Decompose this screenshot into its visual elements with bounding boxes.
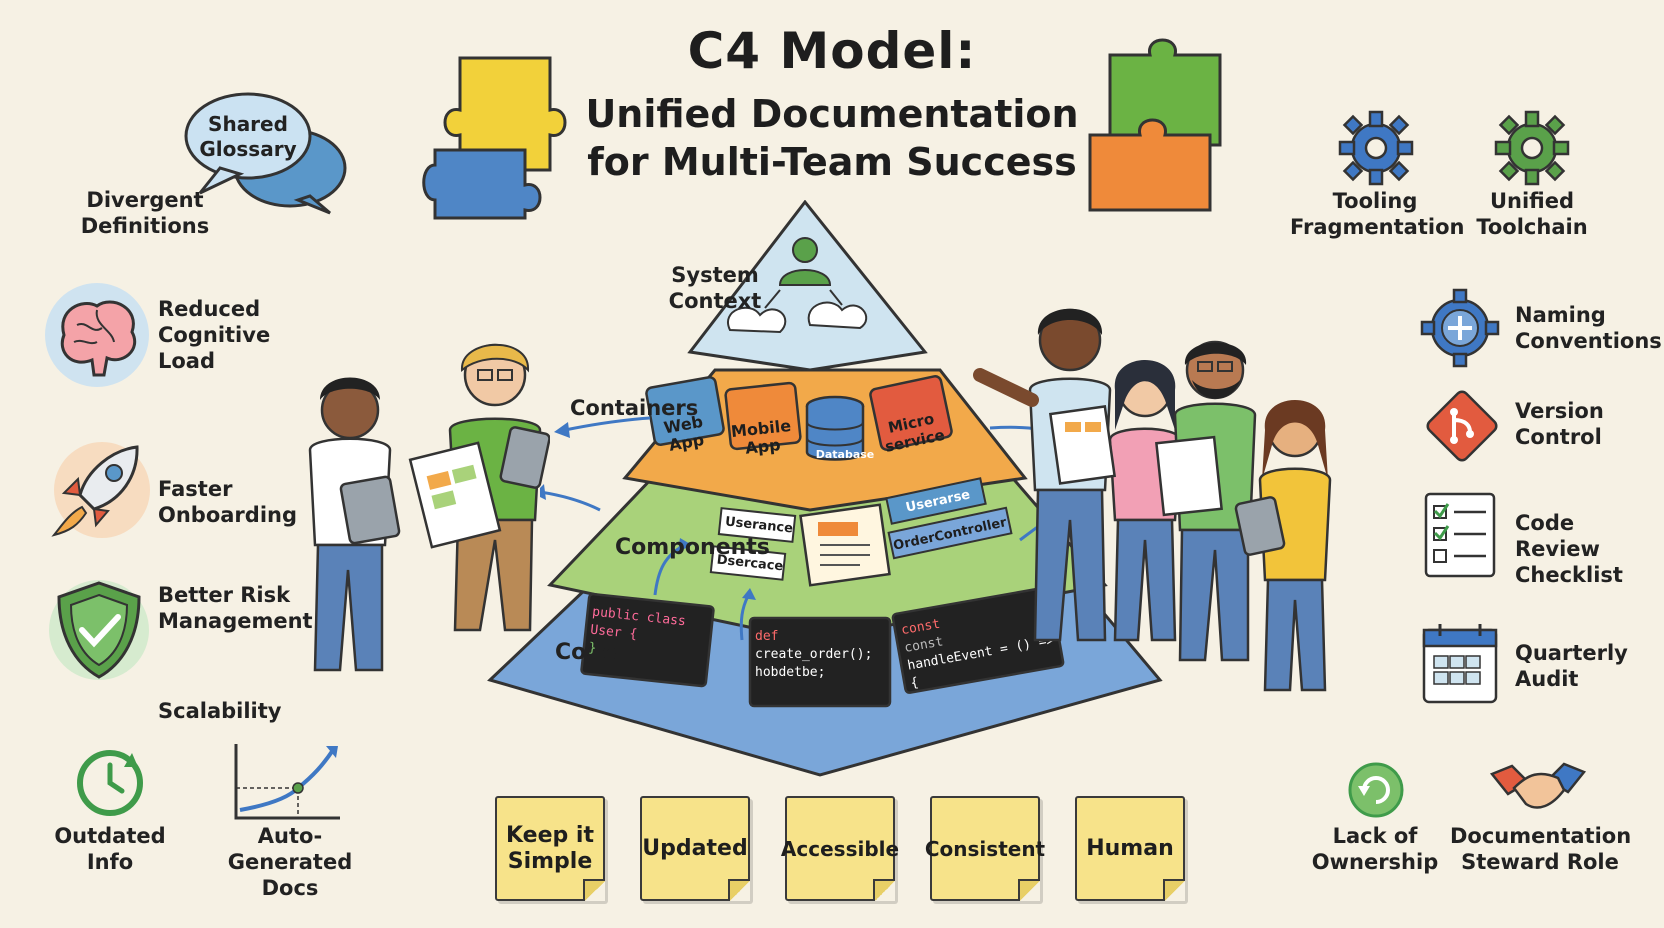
shared-glossary-label: Shared Glossary — [199, 112, 297, 161]
puzzle-right-icon — [1088, 38, 1222, 212]
reduced-cognitive-load-label: Reduced Cognitive Load — [158, 297, 271, 373]
subtitle-line-2: for Multi-Team Success — [587, 140, 1077, 184]
unified-toolchain-label: Unified Toolchain — [1476, 189, 1588, 239]
subtitle-line-1: Unified Documentation — [585, 92, 1079, 136]
person-icon — [792, 237, 818, 263]
brain-icon — [45, 283, 149, 387]
puzzle-left-icon — [422, 56, 567, 220]
better-risk-management-label: Better Risk Management — [158, 583, 313, 633]
code-snippet-2: def create_order(); hobdetbe; — [755, 628, 895, 682]
version-control-label: Version Control — [1515, 399, 1604, 449]
growth-chart-icon — [234, 744, 340, 820]
faster-onboarding-label: Faster Onboarding — [158, 477, 298, 527]
code-review-checklist-label: Code Review Checklist — [1515, 511, 1623, 587]
principle-note: Accessible — [781, 796, 899, 901]
quarterly-audit-label: Quarterly Audit — [1515, 641, 1628, 691]
handshake-icon — [1489, 762, 1587, 809]
code-line: hobdetbe; — [755, 665, 826, 680]
principle-note: Consistent — [925, 796, 1045, 901]
naming-conventions-label: Naming Conventions — [1515, 303, 1662, 353]
principle-note: Keep it Simple — [495, 796, 605, 901]
gear-green-icon — [1494, 110, 1570, 186]
version-control-icon — [1426, 390, 1498, 462]
principle-note: Updated — [640, 796, 750, 901]
gear-blue-icon — [1338, 110, 1414, 186]
cloud-icon — [807, 301, 868, 330]
page-subtitle: Unified Documentation for Multi-Team Suc… — [0, 90, 1664, 186]
documentation-steward-role-label: Documentation Steward Role — [1450, 824, 1632, 874]
database-icon — [805, 395, 865, 461]
auto-generated-docs-label: Auto-Generated Docs — [227, 824, 353, 900]
naming-conventions-icon — [1420, 288, 1500, 368]
divergent-definitions-label: Divergent Definitions — [80, 188, 210, 238]
scalability-label: Scalability — [158, 699, 282, 723]
level-label-components: Components — [615, 535, 770, 560]
c4-pyramid — [487, 200, 1163, 777]
container-database: Database — [815, 448, 875, 461]
tooling-fragmentation-label: Tooling Fragmentation — [1290, 189, 1465, 239]
clock-refresh-icon — [77, 750, 143, 816]
shield-check-icon — [49, 580, 149, 680]
rocket-icon — [51, 442, 150, 538]
level-label-system-context: System Context — [668, 263, 762, 313]
ownership-refresh-icon — [1348, 762, 1404, 818]
people-right-illustration — [973, 308, 1332, 692]
code-line: create_order(); — [755, 647, 873, 662]
lack-of-ownership-label: Lack of Ownership — [1311, 824, 1439, 874]
speech-bubbles-icon — [184, 92, 347, 215]
level-label-containers: Containers — [570, 396, 699, 420]
level-label-code: Code — [555, 640, 617, 665]
outdated-info-label: Outdated Info — [54, 824, 166, 874]
calendar-icon — [1422, 624, 1498, 704]
code-line: def — [755, 629, 779, 644]
checklist-icon — [1424, 492, 1496, 578]
cloud-icon — [727, 306, 787, 334]
people-left-illustration — [308, 343, 550, 672]
page-title: C4 Model: — [687, 22, 977, 80]
principle-note: Human — [1075, 796, 1185, 901]
